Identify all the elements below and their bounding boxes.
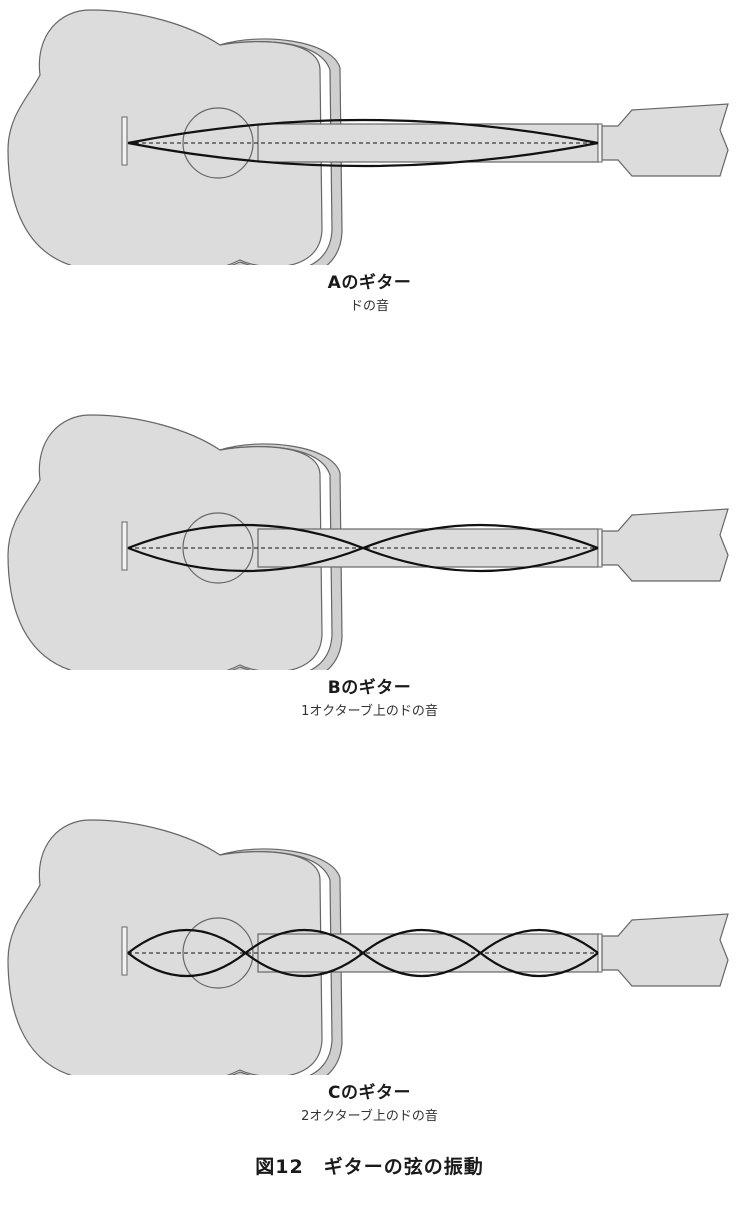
- guitar-panel-a: Aのギター ドの音: [0, 0, 739, 395]
- guitar-c-subtitle: 2オクターブ上のドの音: [301, 1109, 438, 1124]
- guitar-b-title: Bのギター: [327, 678, 412, 698]
- guitar-drawing: [7, 819, 729, 1075]
- guitar-a-title: Aのギター: [327, 273, 412, 293]
- guitar-neck: [257, 528, 599, 568]
- guitar-panel-c: Cのギター 2オクターブ上のドの音: [0, 810, 739, 1205]
- guitar-drawing: [7, 9, 729, 265]
- sound-hole: [182, 917, 254, 989]
- guitar-body-side: [69, 443, 343, 670]
- guitar-b-subtitle: 1オクターブ上のドの音: [301, 704, 438, 719]
- guitar-headstock: [601, 103, 729, 177]
- string-vibration-lower: [127, 951, 599, 978]
- guitar-body: [7, 414, 323, 670]
- guitar-headstock: [601, 913, 729, 987]
- guitar-body: [7, 819, 323, 1075]
- guitar-body-side: [69, 38, 343, 265]
- sound-hole: [182, 107, 254, 179]
- guitar-body: [7, 9, 323, 265]
- string-vibration-lower: [127, 546, 599, 573]
- guitar-neck: [257, 933, 599, 973]
- caption-a: Aのギター ドの音: [0, 268, 739, 314]
- string-vibration-upper: [127, 118, 599, 145]
- sound-hole: [182, 512, 254, 584]
- guitar-bridge: [121, 926, 128, 976]
- caption-b: Bのギター 1オクターブ上のドの音: [0, 673, 739, 719]
- guitar-neck: [257, 123, 599, 163]
- guitar-c-title: Cのギター: [328, 1083, 411, 1103]
- guitar-panel-b: Bのギター 1オクターブ上のドの音: [0, 405, 739, 800]
- guitar-headstock: [601, 508, 729, 582]
- figure-caption: 図12 ギターの弦の振動: [255, 1156, 484, 1178]
- guitar-a-subtitle: ドの音: [349, 299, 389, 314]
- caption-c: Cのギター 2オクターブ上のドの音: [0, 1078, 739, 1124]
- guitar-bridge: [121, 116, 128, 166]
- guitar-bridge: [121, 521, 128, 571]
- string-vibration-lower: [127, 141, 599, 168]
- guitar-drawing: [7, 414, 729, 670]
- guitar-body-side: [69, 848, 343, 1075]
